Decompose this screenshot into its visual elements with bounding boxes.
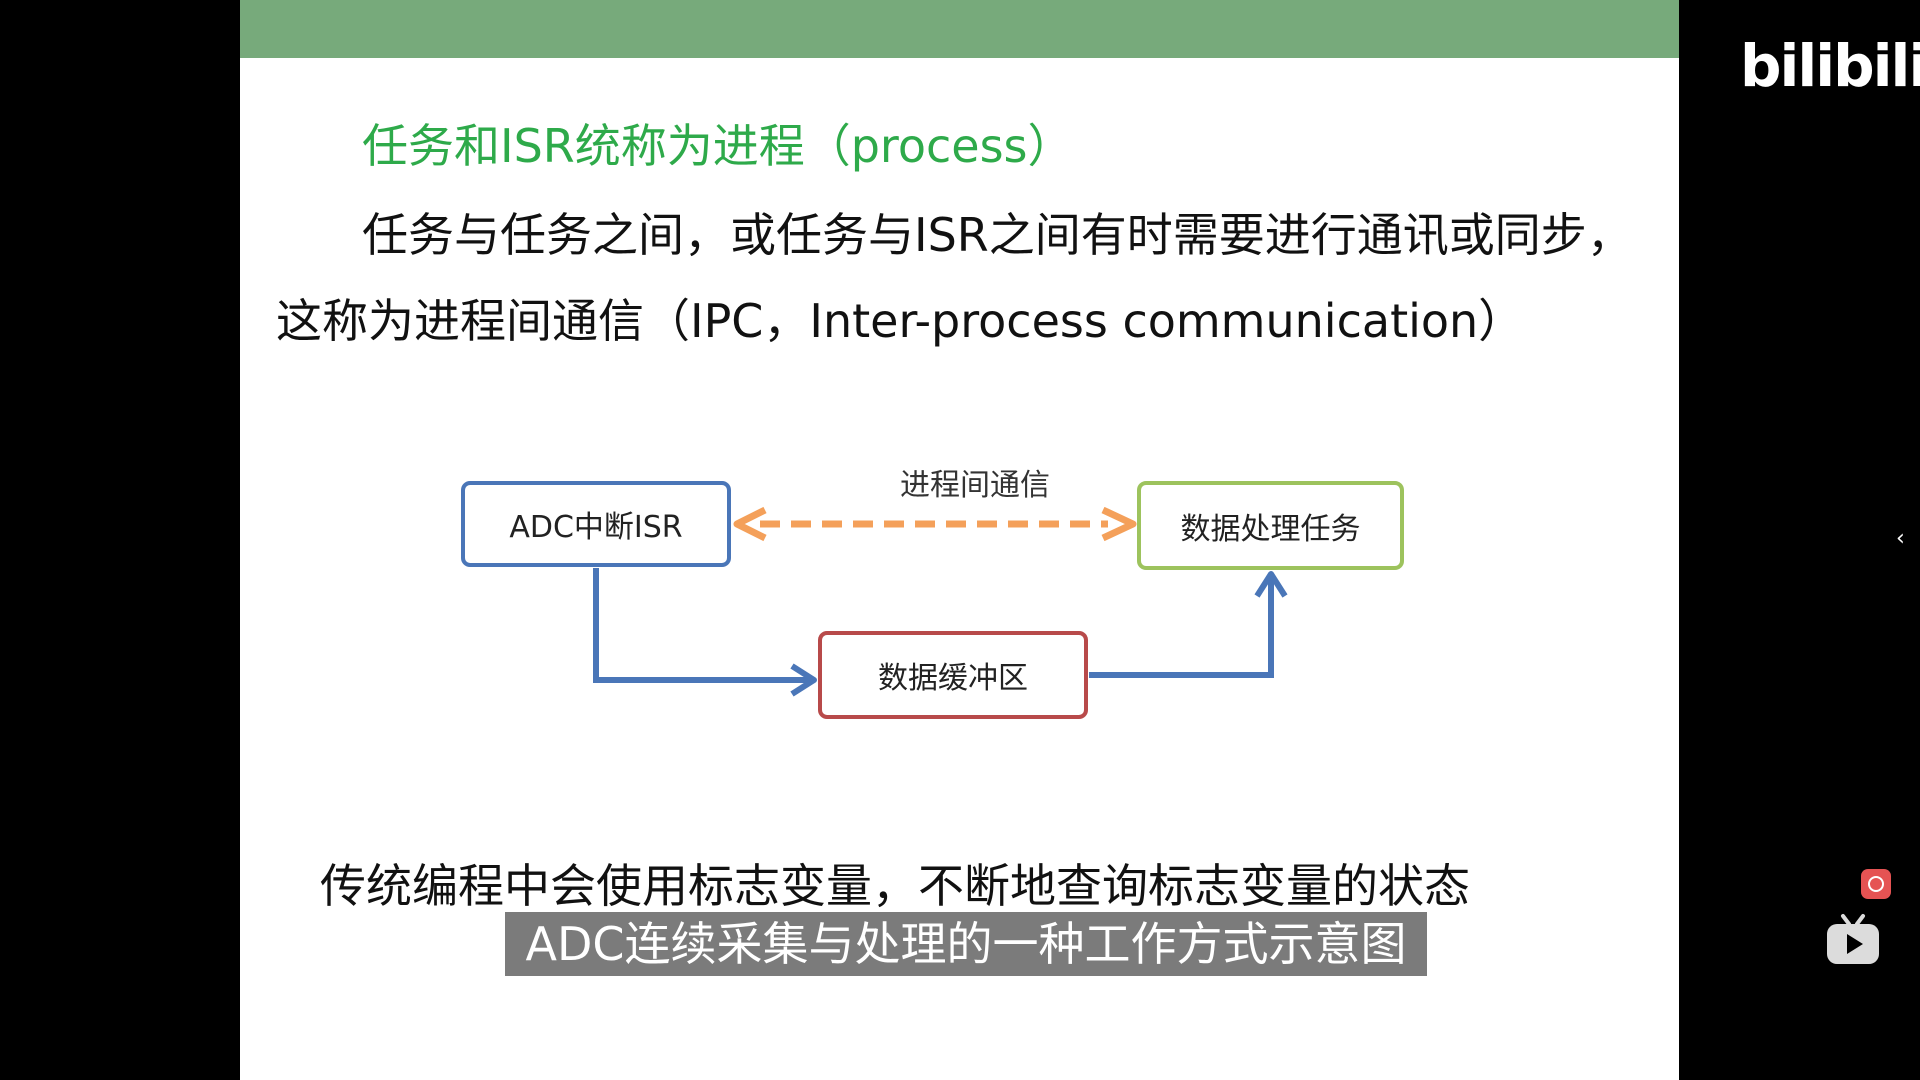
slide-top-bar: [240, 0, 1679, 58]
ipc-label: 进程间通信: [900, 468, 1050, 503]
isr-to-buffer-arrow: [593, 568, 810, 683]
diagram-connectors: [593, 506, 1288, 697]
buffer-to-task-arrowhead: [1254, 571, 1288, 598]
slide-paragraph: 任务与任务之间，或任务与ISR之间有时需要进行通讯或同步，这称为进程间通信（IP…: [276, 208, 1633, 348]
video-subtitle: ADC连续采集与处理的一种工作方式示意图: [505, 912, 1427, 976]
watermark-text: www: [1490, 51, 1598, 102]
buffer-to-task-arrow: [1089, 578, 1274, 678]
slide: 任务和ISR统称为进程（process） 任务与任务之间，或任务与ISR之间有时…: [240, 0, 1679, 1080]
collapse-arrow-icon[interactable]: ‹: [1896, 526, 1905, 551]
slide-description: 传统编程中会使用标志变量，不断地查询标志变量的状态: [320, 859, 1470, 913]
slide-heading: 任务和ISR统称为进程（process）: [362, 119, 1074, 173]
isr-to-buffer-arrowhead: [790, 663, 817, 697]
ipc-arrowhead-left: [733, 506, 767, 542]
adc-isr-box: ADC中断ISR: [461, 481, 731, 567]
ipc-diagram: 进程间通信 ADC中断ISR 数据处理任务 数据缓冲区: [240, 400, 1679, 750]
ipc-arrowhead-right: [1101, 506, 1137, 542]
ai-assistant-icon[interactable]: [1861, 869, 1891, 899]
tv-icon[interactable]: [1825, 912, 1881, 968]
data-buffer-box: 数据缓冲区: [818, 631, 1088, 719]
data-processing-task-box: 数据处理任务: [1137, 481, 1404, 570]
bilibili-logo: bilibili: [1740, 32, 1920, 100]
